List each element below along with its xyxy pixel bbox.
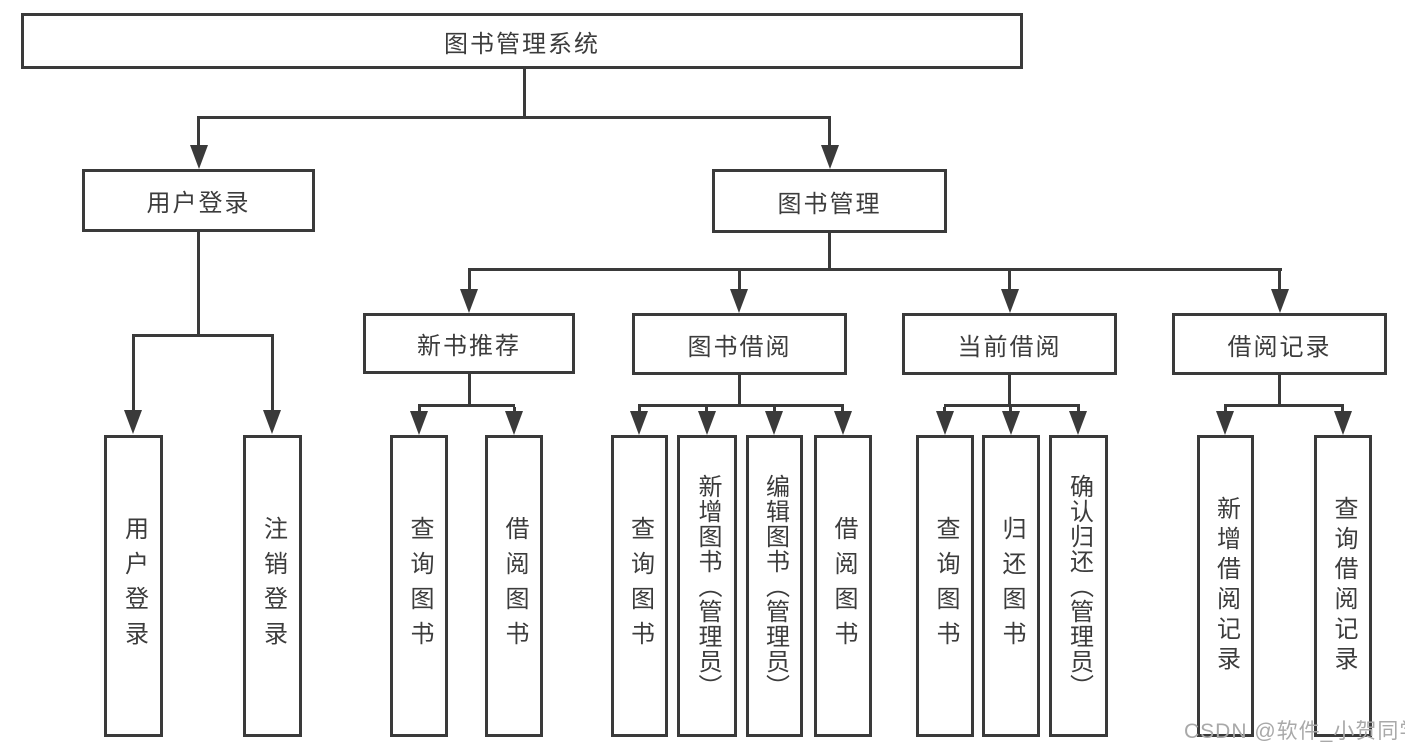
connector-drop	[197, 119, 200, 147]
connector-userlogin-rail	[132, 334, 274, 337]
arrowhead-down-icon	[124, 410, 142, 434]
connector-currentborrow-rail	[944, 404, 1080, 407]
connector-userlogin-stem	[197, 232, 200, 336]
leaf-query-borrow-record: 查询借阅记录	[1314, 435, 1372, 737]
leaf-label: 借阅图书	[501, 516, 528, 656]
connector-drop	[1224, 407, 1227, 412]
node-new-book-recommend: 新书推荐	[363, 313, 575, 374]
connector-drop	[828, 119, 831, 147]
arrowhead-down-icon	[1001, 289, 1019, 313]
arrowhead-down-icon	[698, 411, 716, 435]
arrowhead-down-icon	[765, 411, 783, 435]
arrowhead-down-icon	[1216, 411, 1234, 435]
arrowhead-down-icon	[410, 411, 428, 435]
arrowhead-down-icon	[460, 289, 478, 313]
leaf-label: 新增图书（管理员）	[694, 473, 721, 699]
connector-bookborrow-stem	[738, 374, 741, 406]
node-user-login: 用户登录	[82, 169, 315, 232]
node-borrowing-records: 借阅记录	[1172, 313, 1387, 375]
connector-drop	[418, 407, 421, 412]
arrowhead-down-icon	[1002, 411, 1020, 435]
node-label: 图书管理系统	[444, 30, 600, 58]
connector-drop	[132, 337, 135, 412]
arrowhead-down-icon	[821, 145, 839, 169]
arrowhead-down-icon	[730, 289, 748, 313]
connector-root-stem	[523, 69, 526, 116]
connector-drop	[271, 337, 274, 412]
arrowhead-down-icon	[190, 145, 208, 169]
connector-drop	[1341, 407, 1344, 412]
connector-newbook-rail	[418, 404, 515, 407]
leaf-label: 查询图书	[406, 516, 433, 656]
connector-drop	[513, 407, 516, 412]
leaf-label: 注销登录	[259, 516, 287, 656]
leaf-label: 借阅图书	[830, 516, 857, 656]
node-label: 借阅记录	[1227, 333, 1332, 361]
leaf-query-book: 查询图书	[916, 435, 974, 737]
connector-drop	[841, 407, 844, 412]
leaf-label: 查询图书	[626, 516, 654, 656]
leaf-query-book: 查询图书	[390, 435, 448, 737]
arrowhead-down-icon	[1271, 289, 1289, 313]
arrowhead-down-icon	[505, 411, 523, 435]
connector-drop	[1077, 407, 1080, 412]
leaf-borrow-book: 借阅图书	[485, 435, 543, 737]
leaf-label: 查询借阅记录	[1330, 496, 1357, 676]
arrowhead-down-icon	[263, 410, 281, 434]
connector-drop	[943, 407, 946, 412]
connector-drop	[1008, 271, 1011, 291]
node-book-borrowing: 图书借阅	[632, 313, 847, 375]
node-label: 新书推荐	[417, 333, 521, 360]
leaf-confirm-return-admin: 确认归还（管理员）	[1049, 435, 1108, 737]
node-book-management: 图书管理	[712, 169, 947, 233]
leaf-label: 确认归还（管理员）	[1065, 473, 1093, 699]
leaf-return-book: 归还图书	[982, 435, 1040, 737]
csdn-watermark: CSDN @软件_小贺同学	[1184, 720, 1405, 743]
connector-drop	[468, 271, 471, 291]
connector-drop	[1009, 407, 1012, 412]
node-label: 当前借阅	[957, 333, 1062, 361]
leaf-logout: 注销登录	[243, 435, 302, 737]
node-label: 用户登录	[146, 190, 251, 217]
leaf-label: 新增借阅记录	[1212, 496, 1240, 676]
arrowhead-down-icon	[1069, 411, 1087, 435]
connector-drop	[773, 407, 776, 412]
leaf-borrow-book: 借阅图书	[814, 435, 872, 737]
node-label: 图书借阅	[687, 333, 792, 361]
connector-bookborrow-rail	[638, 404, 844, 407]
leaf-edit-book-admin: 编辑图书（管理员）	[746, 435, 803, 737]
connector-borrowrecord-rail	[1224, 404, 1344, 407]
leaf-user-login: 用户登录	[104, 435, 163, 737]
connector-level2-rail	[197, 116, 831, 119]
leaf-add-book-admin: 新增图书（管理员）	[677, 435, 737, 737]
leaf-add-borrow-record: 新增借阅记录	[1197, 435, 1254, 737]
node-library-system: 图书管理系统	[21, 13, 1023, 69]
connector-currentborrow-stem	[1008, 374, 1011, 406]
leaf-label: 归还图书	[998, 516, 1025, 656]
connector-drop	[638, 407, 641, 412]
leaf-label: 用户登录	[120, 516, 148, 656]
arrowhead-down-icon	[1334, 411, 1352, 435]
connector-borrowrecord-stem	[1278, 374, 1281, 406]
connector-drop	[705, 407, 708, 412]
node-label: 图书管理	[777, 190, 882, 218]
leaf-label: 查询图书	[932, 516, 959, 656]
connector-drop	[1278, 271, 1281, 291]
connector-newbook-stem	[468, 374, 471, 406]
leaf-query-book: 查询图书	[611, 435, 668, 737]
node-current-borrowing: 当前借阅	[902, 313, 1117, 375]
connector-drop	[738, 271, 741, 291]
connector-level3-rail	[468, 268, 1282, 271]
connector-bookmgmt-stem	[828, 233, 831, 270]
arrowhead-down-icon	[630, 411, 648, 435]
leaf-label: 编辑图书（管理员）	[761, 473, 789, 699]
arrowhead-down-icon	[834, 411, 852, 435]
arrowhead-down-icon	[936, 411, 954, 435]
